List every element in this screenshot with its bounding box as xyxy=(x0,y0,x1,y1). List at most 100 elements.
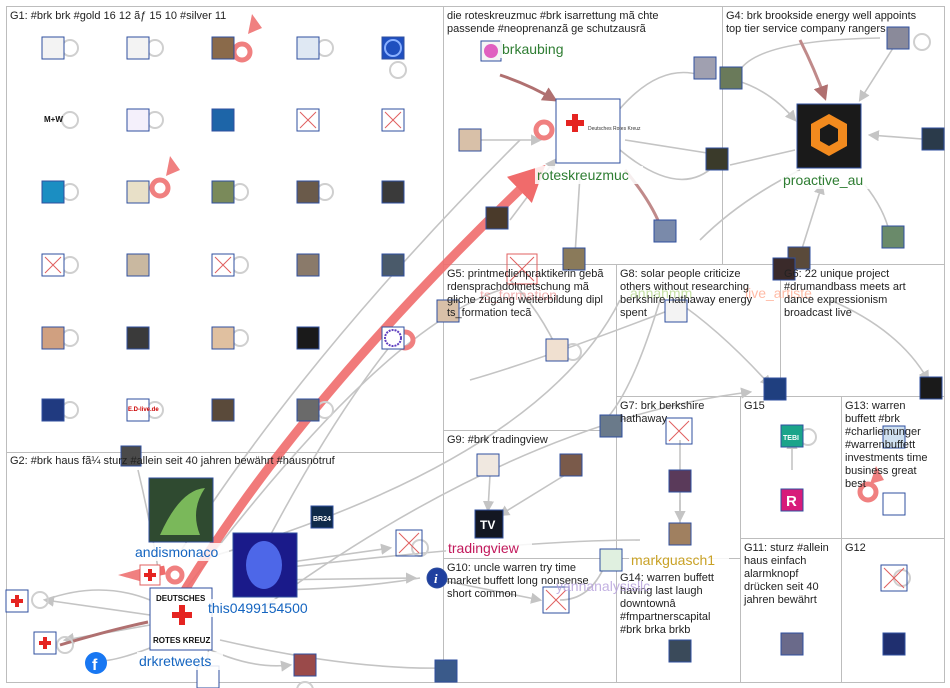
node-avatar[interactable] xyxy=(120,445,142,467)
node-placeholder[interactable] xyxy=(665,417,693,445)
node-avatar[interactable] xyxy=(668,469,692,493)
red-cross-icon xyxy=(144,569,156,581)
flower-logo-icon xyxy=(484,44,498,58)
node-avatar[interactable] xyxy=(921,127,945,151)
node-avatar[interactable] xyxy=(126,253,150,277)
node-avatar[interactable] xyxy=(881,225,905,249)
caption-g14: G14: warren buffett having last laugh do… xyxy=(620,572,717,636)
node-avatar[interactable] xyxy=(559,453,583,477)
edge-drk-brown xyxy=(59,620,149,647)
node-avatar[interactable] xyxy=(41,326,65,350)
node-avatar[interactable] xyxy=(882,632,906,656)
node-avatar[interactable] xyxy=(41,180,65,204)
self-loop-strong xyxy=(149,177,171,199)
edge-drkretweets-roteskreuzmuc xyxy=(181,165,546,593)
node-avatar[interactable] xyxy=(126,36,150,60)
node-avatar[interactable] xyxy=(476,453,500,477)
node-avatar[interactable] xyxy=(296,180,320,204)
node-avatar[interactable] xyxy=(599,414,623,438)
label-bg xyxy=(446,539,532,557)
info-logo-node[interactable] xyxy=(426,567,448,589)
drk-logo-bottom-text: ROTES KREUZ xyxy=(153,636,210,645)
caption-g15: G15 xyxy=(744,400,765,412)
node-avatar[interactable] xyxy=(763,377,787,401)
tebi-node[interactable] xyxy=(780,424,804,448)
node-avatar[interactable] xyxy=(126,108,150,132)
caption-g4: G4: brk brookside energy well appoints t… xyxy=(726,10,919,35)
node-avatar[interactable] xyxy=(772,257,796,281)
node-avatar[interactable] xyxy=(705,147,729,171)
node-avatar[interactable] xyxy=(296,253,320,277)
caption-g1: G1: #brk brk #gold 16 12 ãƒ 15 10 #silve… xyxy=(10,10,226,22)
node-avatar[interactable] xyxy=(719,66,743,90)
node-avatar[interactable] xyxy=(296,398,320,422)
node-avatar[interactable] xyxy=(919,376,943,400)
mw-logo-text: M+W xyxy=(44,115,63,124)
caption-g5: G5: printmedienpraktikerin gebã rdenspra… xyxy=(447,268,607,319)
node-placeholder[interactable] xyxy=(542,586,570,614)
node-avatar[interactable] xyxy=(434,659,458,683)
caption-g11-line3: alarmknopf xyxy=(744,568,799,580)
r-node[interactable] xyxy=(780,488,804,512)
node-avatar[interactable] xyxy=(882,425,906,449)
node-avatar[interactable] xyxy=(211,180,235,204)
tradingview-logo-icon: TV xyxy=(480,518,495,532)
loop-arrowhead xyxy=(870,466,884,484)
node-avatar[interactable] xyxy=(668,522,692,546)
node-avatar[interactable] xyxy=(211,108,235,132)
caption-g10: G10: uncle warren try time market buffet… xyxy=(447,562,592,600)
node-avatar[interactable] xyxy=(211,398,235,422)
node-avatar[interactable] xyxy=(211,36,235,60)
circle-logo-icon xyxy=(384,39,402,57)
node-avatar[interactable] xyxy=(562,247,586,271)
node-avatar[interactable] xyxy=(485,206,509,230)
cross-icon xyxy=(668,420,690,442)
node-avatar[interactable] xyxy=(381,253,405,277)
node-avatar[interactable] xyxy=(211,326,235,350)
caption-g3-line2: passende #neoprenanzã ge schutzausrã xyxy=(447,23,647,35)
node-avatar[interactable] xyxy=(126,180,150,204)
node-avatar[interactable] xyxy=(296,36,320,60)
self-loop-strong xyxy=(857,481,879,503)
node-avatar[interactable] xyxy=(41,36,65,60)
red-cross-icon xyxy=(39,637,51,649)
node-avatar[interactable] xyxy=(41,398,65,422)
caption-g5-line3: gliche zugang weiterbildung dipl xyxy=(447,294,603,306)
roteskreuzmuc-node[interactable] xyxy=(555,98,621,164)
node-avatar[interactable] xyxy=(599,548,623,572)
caption-g14-line4: #fmpartnerscapital xyxy=(620,611,711,623)
node-avatar[interactable] xyxy=(668,639,692,663)
node-avatar[interactable] xyxy=(436,299,460,323)
caption-g11-line4: drücken seit 40 xyxy=(744,581,819,593)
node-avatar[interactable] xyxy=(545,338,569,362)
node-avatar[interactable] xyxy=(882,492,906,516)
node-placeholder[interactable] xyxy=(395,529,423,557)
edge xyxy=(42,595,151,616)
node-placeholder[interactable] xyxy=(880,564,908,592)
node-avatar[interactable] xyxy=(886,26,910,50)
tradingview-node[interactable] xyxy=(474,509,504,539)
node-avatar[interactable] xyxy=(653,219,677,243)
node-avatar[interactable] xyxy=(693,56,717,80)
label-bg xyxy=(133,543,229,561)
facebook-node[interactable] xyxy=(85,652,107,674)
caption-g12: G12 xyxy=(845,542,866,554)
caption-g13-line4: #warrenbuffett xyxy=(845,439,915,451)
node-avatar[interactable] xyxy=(381,180,405,204)
node-avatar[interactable] xyxy=(664,299,688,323)
live-artiste-label: live_artiste xyxy=(745,285,812,301)
br24-node[interactable] xyxy=(310,505,334,529)
caption-g11-line5: jahren bewährt xyxy=(743,594,817,606)
node-avatar[interactable] xyxy=(296,326,320,350)
proactive-hexagon-inner xyxy=(820,124,838,146)
node-avatar[interactable] xyxy=(293,653,317,677)
node-avatar[interactable] xyxy=(126,326,150,350)
label-bg xyxy=(500,40,574,58)
node-avatar[interactable] xyxy=(780,632,804,656)
edge xyxy=(574,174,581,256)
node-avatar[interactable] xyxy=(458,128,482,152)
node-placeholder[interactable] xyxy=(506,253,538,285)
node-avatar[interactable] xyxy=(126,398,150,422)
caption-g13-line6: business great xyxy=(845,465,917,477)
